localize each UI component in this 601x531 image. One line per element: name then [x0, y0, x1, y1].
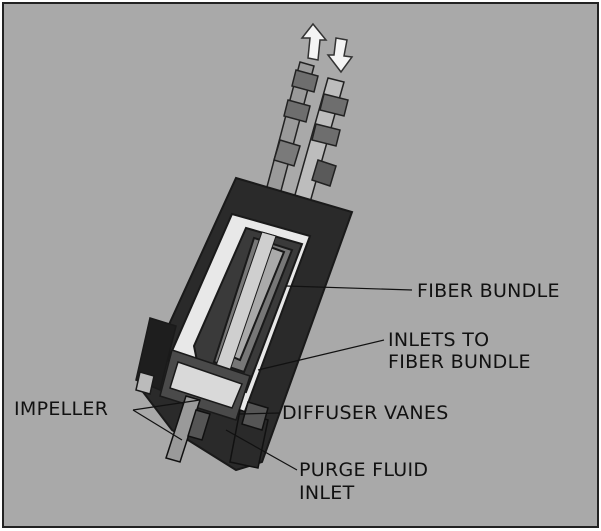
leader-impeller-a	[132, 399, 201, 411]
device-base	[229, 401, 269, 469]
leader-impeller-b	[132, 409, 183, 441]
label-fiber-bundle: FIBER BUNDLE	[417, 280, 560, 302]
outlet-arrow-icon	[300, 22, 328, 61]
leader-inlets	[257, 339, 385, 371]
inlet-arrow-icon	[326, 37, 354, 74]
leader-diffuser	[239, 412, 281, 415]
impeller-shaft	[165, 395, 211, 463]
label-inlets-line2: FIBER BUNDLE	[388, 351, 531, 373]
label-diffuser-vanes: DIFFUSER VANES	[282, 402, 449, 424]
leader-fiber-bundle	[285, 285, 413, 291]
label-purge-line1: PURGE FLUID	[299, 459, 429, 481]
label-purge-line2: INLET	[299, 482, 355, 504]
label-inlets-line1: INLETS TO	[388, 329, 490, 351]
label-impeller: IMPELLER	[14, 398, 109, 420]
leader-purge	[225, 429, 298, 471]
leader-lines	[132, 285, 413, 471]
